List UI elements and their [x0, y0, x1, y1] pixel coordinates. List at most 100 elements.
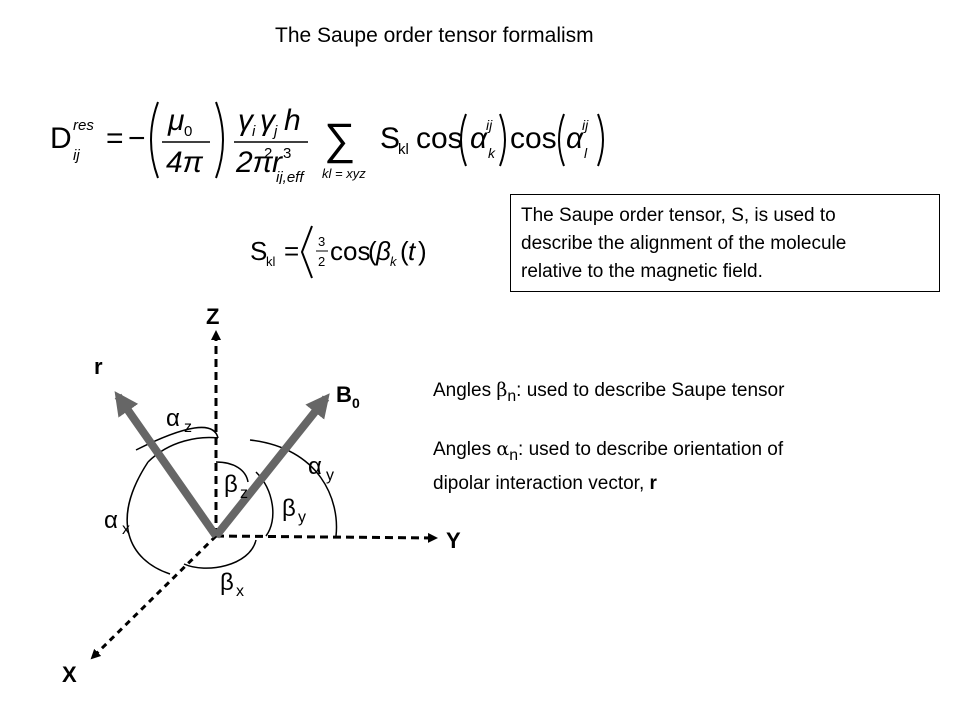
info-line-3: relative to the magnetic field.: [521, 261, 763, 282]
eq2-beta-k: β: [375, 236, 391, 266]
eq2-three: 3: [318, 234, 325, 249]
info-line-2: describe the alignment of the molecule: [521, 233, 847, 254]
eq1-alpha-k-superscript: ij: [486, 117, 493, 133]
beta-x-arc: [183, 539, 257, 569]
eq2-beta-k-subscript: k: [390, 254, 398, 269]
eq1-alpha-l-subscript: l: [584, 145, 588, 161]
saupe-tensor-equation: S kl = 3 2 cos ( β k: [250, 225, 398, 279]
eq1-alpha-l-superscript: ij: [582, 117, 589, 133]
vector-r-bold: r: [649, 472, 657, 494]
eq1-sum-limit: kl = xyz: [322, 166, 366, 181]
eq1-h: h: [284, 104, 301, 137]
beta-symbol: β: [496, 379, 508, 401]
outer-arc: [147, 436, 219, 463]
beta-z-subscript: z: [240, 485, 248, 502]
eq1-lhs-symbol: D: [50, 122, 72, 155]
alpha-angles-line: Angles αn: used to describe orientation …: [433, 435, 784, 470]
eq1-cos-2: cos: [510, 122, 557, 155]
eq1-r-exponent: 3: [283, 145, 291, 162]
eq2-S: S: [250, 236, 267, 266]
slide-title: The Saupe order tensor formalism: [275, 24, 594, 47]
eq2-paren-open-t1: (: [400, 236, 409, 266]
y-axis: [215, 532, 438, 543]
eq1-right-paren: [215, 101, 224, 179]
eq1-mu-subscript: 0: [184, 123, 192, 140]
y-axis-label: Y: [446, 528, 461, 553]
eq1-gamma-i: γ: [238, 104, 255, 137]
x-axis: [90, 534, 218, 660]
dipolar-coupling-equation: D res ij = − μ 0 4π γ i γ j h 2π 2 r 3 i…: [50, 101, 557, 184]
eq1-four-pi: 4π: [166, 146, 204, 179]
alpha-symbol: α: [496, 437, 510, 460]
alpha-angles-line-2: dipolar interaction vector, r: [433, 470, 784, 498]
alpha-y-subscript: y: [326, 467, 334, 484]
beta-prefix: Angles: [433, 380, 497, 401]
alpha-x-subscript: x: [122, 521, 130, 538]
eq1-minus: −: [128, 122, 146, 155]
angles-description: Angles βn: used to describe Saupe tensor…: [433, 376, 784, 498]
alpha-description: : used to describe orientation of: [518, 438, 784, 460]
alpha-z-label: α: [166, 405, 180, 432]
eq1-r: r: [272, 146, 283, 179]
eq1-mu: μ: [167, 104, 184, 137]
beta-angles-line: Angles βn: used to describe Saupe tensor: [433, 376, 784, 411]
eq1-paren-close-2: [597, 113, 604, 167]
eq1-alpha-l: α: [566, 122, 584, 155]
beta-x-subscript: x: [236, 583, 244, 600]
beta-y-subscript: y: [298, 509, 306, 526]
eq2-equals: =: [284, 236, 299, 266]
saupe-info-box: The Saupe order tensor, S, is used to de…: [510, 194, 940, 292]
x-axis-label: X: [62, 662, 77, 687]
b0-vector: [212, 393, 330, 539]
eq2-continuation: ( t ): [400, 236, 427, 266]
beta-z-arc: [215, 461, 249, 483]
alpha-x-arc: [126, 461, 171, 575]
r-vector: [114, 391, 220, 539]
b0-vector-label: B: [336, 382, 352, 407]
beta-y-label: β: [282, 495, 296, 522]
alpha-z-subscript: z: [184, 419, 192, 436]
eq1-paren-close-1: [499, 113, 506, 167]
eq1-paren-open-1: [460, 113, 467, 167]
eq1-alpha-l-term: α ij l: [558, 113, 604, 167]
coordinate-diagram: Z Y X r B 0 α z α x α y β z β y β x: [62, 304, 461, 687]
eq2-paren-open-1: (: [368, 236, 377, 266]
eq1-cos-1: cos: [416, 122, 463, 155]
eq1-S: S: [380, 122, 400, 155]
eq1-gamma-j-subscript: j: [272, 123, 278, 140]
eq2-cos-1: cos: [330, 236, 370, 266]
eq1-lhs-superscript: res: [73, 117, 94, 134]
eq1-equals: =: [106, 122, 124, 155]
beta-x-label: β: [220, 569, 234, 596]
alpha-y-arc: [249, 439, 338, 537]
beta-subscript: n: [507, 387, 517, 405]
eq1-paren-open-2: [558, 113, 565, 167]
r-vector-label: r: [94, 354, 103, 379]
alpha-y-label: α: [308, 453, 322, 480]
b0-subscript: 0: [352, 395, 360, 411]
eq1-alpha-k-subscript: k: [488, 145, 496, 161]
info-line-1: The Saupe order tensor, S, is used to: [521, 205, 836, 226]
eq1-gamma-j: γ: [260, 104, 277, 137]
eq2-S-subscript: kl: [266, 254, 276, 269]
eq2-paren-close-t1: ): [418, 236, 427, 266]
eq1-S-subscript: kl: [398, 141, 409, 158]
eq1-lhs-subscript: ij: [73, 147, 80, 164]
z-axis-label: Z: [206, 304, 219, 329]
eq1-alpha-k: α: [470, 122, 488, 155]
eq1-pi-exponent: 2: [264, 145, 272, 162]
alpha-subscript: n: [509, 446, 519, 464]
beta-z-label: β: [224, 471, 238, 498]
eq2-t-1: t: [408, 236, 417, 266]
eq1-left-paren: [150, 101, 159, 179]
eq1-r-subscript: ij,eff: [276, 169, 305, 184]
alpha-prefix: Angles: [433, 438, 497, 460]
alpha-description-2: dipolar interaction vector,: [433, 472, 650, 494]
eq1-summation: ∑: [324, 115, 355, 164]
eq2-two: 2: [318, 254, 325, 269]
alpha-x-label: α: [104, 507, 118, 534]
eq1-two-pi: 2π: [235, 146, 274, 179]
eq2-left-angle: [300, 225, 313, 279]
beta-description: : used to describe Saupe tensor: [516, 380, 785, 401]
eq1-gamma-i-subscript: i: [252, 123, 256, 140]
